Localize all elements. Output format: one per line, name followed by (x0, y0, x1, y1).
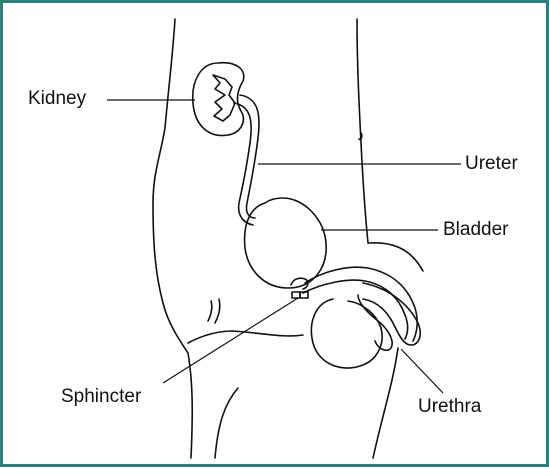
bladder-label: Bladder (443, 220, 509, 239)
urethra-leader-line (401, 349, 443, 393)
urethra-label: Urethra (418, 397, 481, 416)
sphincter-label: Sphincter (61, 387, 141, 406)
sphincter-leader-line (163, 298, 298, 383)
ureter-label: Ureter (465, 154, 518, 173)
kidney-label: Kidney (28, 89, 86, 108)
